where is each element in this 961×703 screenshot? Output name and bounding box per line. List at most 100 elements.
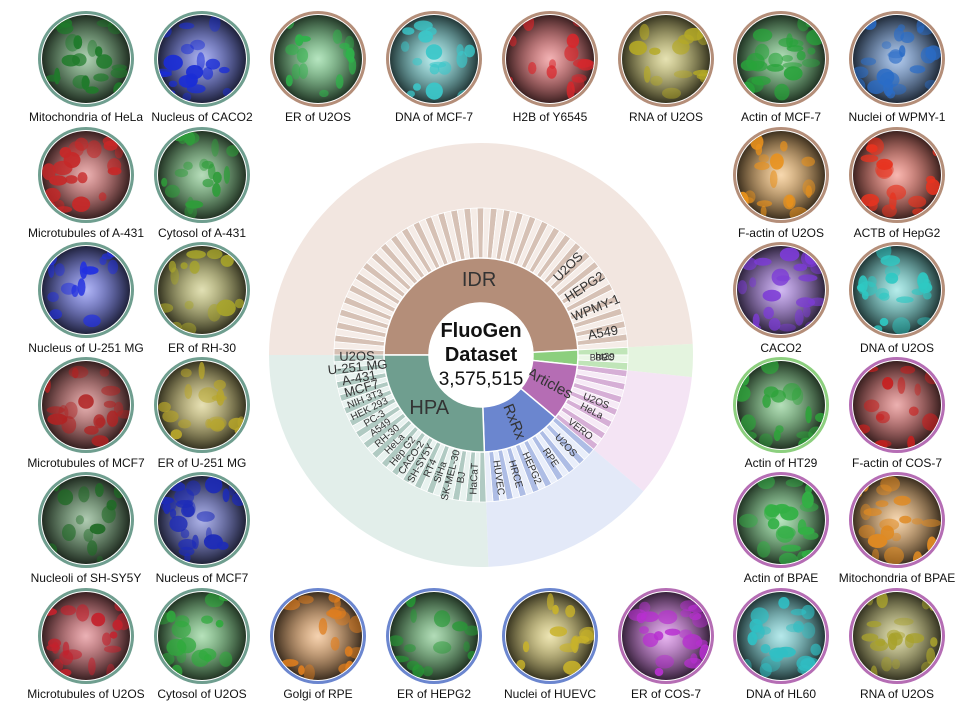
- cell-shape: [759, 663, 772, 677]
- cell-shape: [213, 379, 226, 390]
- cell-shape: [861, 290, 869, 300]
- cell-shape: [425, 82, 443, 100]
- cell-shape: [83, 528, 94, 542]
- cell-shape: [112, 619, 123, 631]
- cell-shape: [759, 433, 773, 448]
- cell-shape: [186, 250, 206, 259]
- cell-shape: [737, 280, 748, 295]
- cell-shape: [87, 540, 98, 556]
- cell-shape: [876, 164, 893, 179]
- cell-shape: [911, 288, 927, 296]
- cell-shape: [858, 275, 868, 293]
- cell-shape: [216, 388, 225, 406]
- cell-shape: [425, 44, 443, 60]
- cell-shape: [777, 526, 796, 539]
- cell-shape: [786, 45, 804, 52]
- thumbnail-image: [154, 472, 250, 568]
- cell-line-label: A549: [587, 322, 620, 342]
- cell-shape: [549, 626, 568, 637]
- cell-shape: [303, 664, 315, 680]
- cell-shape: [896, 296, 914, 303]
- cell-shape: [211, 138, 219, 157]
- cell-shape: [206, 249, 223, 260]
- cell-shape: [158, 71, 172, 78]
- cell-shape: [223, 166, 230, 184]
- cell-shape: [737, 385, 751, 402]
- thumbnail-caption: ER of RH-30: [167, 341, 237, 355]
- cell-shape: [546, 593, 554, 611]
- cell-shape: [881, 41, 892, 49]
- cell-shape: [406, 660, 420, 671]
- cell-shape: [57, 489, 74, 506]
- cell-shape: [879, 317, 889, 327]
- thumbnail-image: [38, 127, 134, 223]
- cell-shape: [335, 74, 344, 89]
- thumbnail-image: [618, 11, 714, 107]
- thumbnail-caption: ACTB of HepG2: [853, 226, 941, 240]
- cell-line-label: U-251 MG: [327, 356, 388, 377]
- cell-shape: [897, 24, 906, 31]
- cell-shape: [860, 57, 877, 66]
- cell-shape: [326, 609, 342, 618]
- cell-shape: [861, 633, 879, 642]
- sub-category-segment-rxrx: [486, 449, 644, 567]
- cell-shape: [571, 76, 585, 94]
- cell-shape: [199, 158, 209, 171]
- thumbnail-image: [154, 588, 250, 684]
- cell-shape: [168, 260, 177, 273]
- cell-shape: [204, 654, 212, 663]
- thumbnail-caption: F-actin of COS-7: [851, 456, 943, 470]
- cell-shape: [83, 314, 101, 328]
- thumbnail-caption: Microtubules of MCF7: [27, 456, 145, 470]
- cell-shape: [802, 58, 820, 68]
- thumbnail-caption: ER of COS-7: [630, 687, 702, 701]
- cell-shape: [639, 626, 649, 634]
- cell-shape: [763, 504, 778, 521]
- cell-shape: [911, 518, 924, 525]
- cell-shape: [796, 50, 806, 61]
- cell-shape: [863, 399, 880, 413]
- cell-shape: [801, 622, 816, 639]
- cell-shape: [738, 513, 758, 528]
- cell-line-label: ht29: [595, 352, 615, 363]
- cell-shape: [642, 632, 659, 648]
- cell-shape: [881, 656, 892, 672]
- cell-shape: [47, 413, 68, 425]
- thumbnail-caption: Golgi of RPE: [283, 687, 353, 701]
- cell-shape: [190, 39, 205, 51]
- cell-shape: [299, 35, 311, 42]
- cell-shape: [876, 413, 885, 421]
- thumbnail-caption: ER of HEPG2: [396, 687, 472, 701]
- cell-shape: [803, 531, 819, 540]
- cell-shape: [571, 635, 581, 646]
- cell-shape: [528, 62, 537, 75]
- cell-shape: [923, 278, 932, 292]
- cell-shape: [64, 401, 78, 420]
- cell-shape: [218, 66, 230, 74]
- thumbnail-caption: Mitochondria of BPAE: [838, 571, 956, 585]
- cell-shape: [186, 480, 201, 496]
- cell-shape: [48, 638, 61, 648]
- cell-shape: [754, 161, 770, 171]
- cell-shape: [890, 631, 906, 640]
- cell-shape: [178, 22, 195, 30]
- cell-shape: [866, 620, 882, 628]
- cell-shape: [769, 170, 778, 188]
- cell-shape: [781, 55, 793, 62]
- cell-shape: [758, 154, 769, 163]
- cell-shape: [77, 278, 86, 296]
- cell-shape: [49, 309, 63, 320]
- sub-category-segment-articles: [593, 370, 692, 492]
- thumbnail-caption: RNA of U2OS: [859, 687, 935, 701]
- thumbnail-caption: Cytosol of U2OS: [157, 687, 247, 701]
- cell-shape: [210, 418, 225, 432]
- source-label-idr: IDR: [462, 269, 496, 291]
- cell-shape: [884, 265, 901, 278]
- cell-shape: [889, 192, 897, 210]
- thumbnail-image: [733, 588, 829, 684]
- cell-shape: [762, 394, 771, 408]
- cell-shape: [810, 643, 822, 656]
- cell-shape: [422, 666, 433, 677]
- cell-shape: [96, 555, 103, 563]
- cell-shape: [160, 497, 177, 513]
